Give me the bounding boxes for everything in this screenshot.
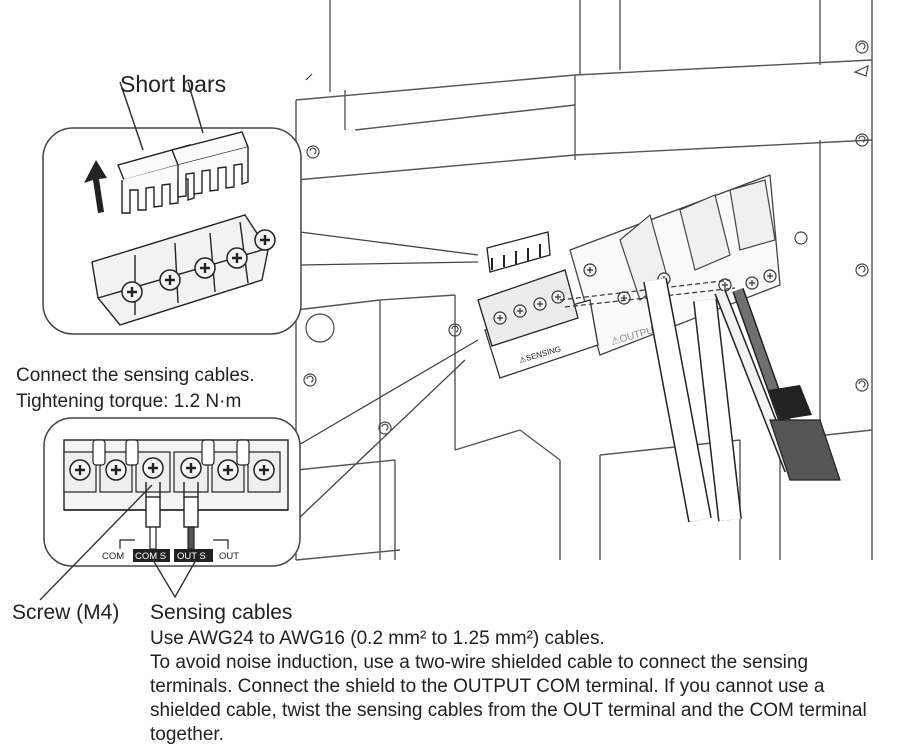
screw-label: Screw (M4) <box>12 601 120 624</box>
panel-screws <box>303 40 869 435</box>
sensing-cables-label: Sensing cables <box>150 601 293 624</box>
short-bar-removed <box>486 231 551 273</box>
terminal-label-out-s: OUT S <box>177 551 206 562</box>
terminal-label-out: OUT <box>219 551 239 562</box>
main-terminal-block: ⚠SENSING ⚠OUTPUT <box>477 174 781 379</box>
cable-size-note: Use AWG24 to AWG16 (0.2 mm² to 1.25 mm²)… <box>150 628 605 649</box>
cable-notes: Use AWG24 to AWG16 (0.2 mm² to 1.25 mm²)… <box>150 627 895 747</box>
leader-lines <box>39 484 197 601</box>
terminal-label-com: COM <box>102 551 124 562</box>
short-bars-label: Short bars <box>120 71 227 97</box>
connect-instruction: Connect the sensing cables. <box>16 365 255 386</box>
callout-short-bars <box>42 81 479 335</box>
cables <box>643 277 841 523</box>
callout-sensing-terminals: COM COM S OUT S OUT <box>43 339 479 567</box>
shielding-note: To avoid noise induction, use a two-wire… <box>150 652 867 745</box>
torque-instruction: Tightening torque: 1.2 N·m <box>16 391 242 412</box>
terminal-label-com-s: COM S <box>135 551 166 562</box>
rack-panel <box>295 0 873 561</box>
